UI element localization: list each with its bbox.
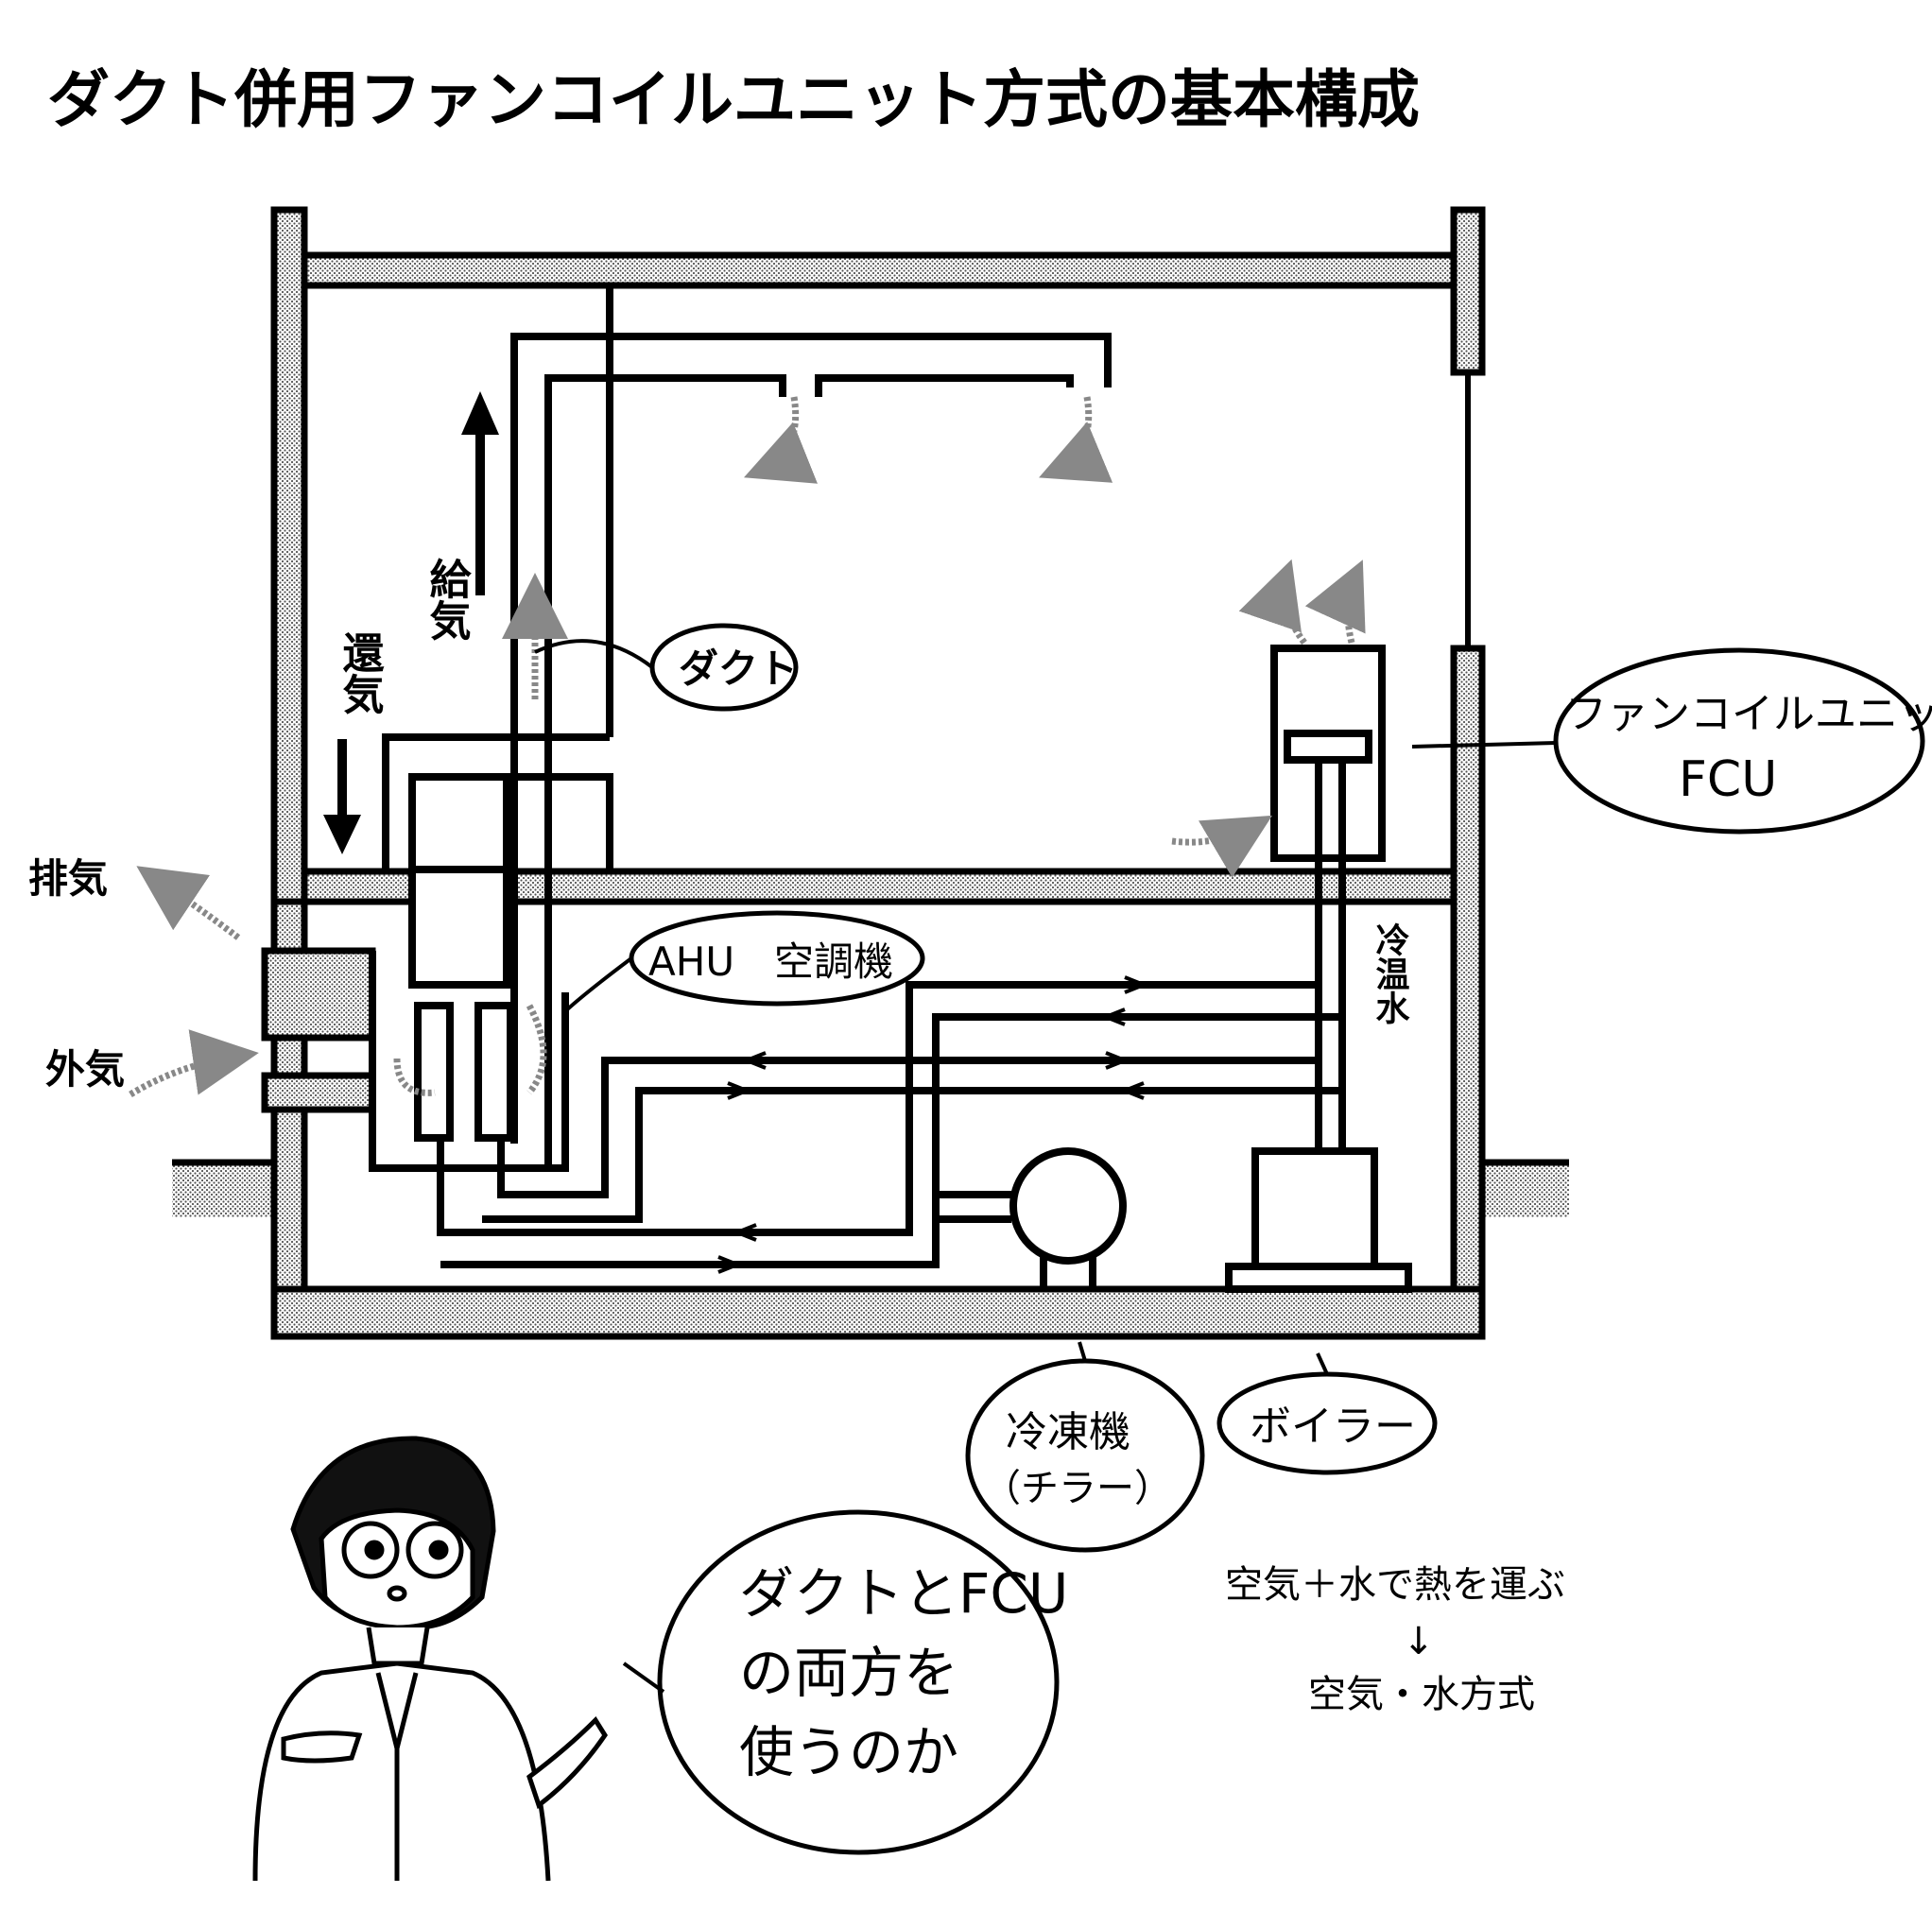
label-outside-air: 外気 — [45, 1046, 125, 1093]
label-chiller: 冷凍機 — [1006, 1408, 1130, 1456]
page-title: ダクト併用ファンコイルユニット方式の基本構成 — [47, 63, 1420, 136]
ahu-unit — [369, 773, 569, 1172]
label-supply-air: 給気 — [423, 558, 472, 642]
supply-duct — [382, 285, 1112, 1168]
label-return-air: 還気 — [336, 631, 385, 715]
character-illustration — [252, 1436, 608, 1882]
water-piping — [437, 760, 1346, 1268]
callout-bubbles — [629, 623, 1925, 1855]
supply-air-arrow — [461, 391, 499, 595]
return-air-arrow — [323, 739, 361, 854]
speech-line1: ダクトとFCU — [739, 1561, 1068, 1626]
speech-line3: 使うのか — [739, 1720, 958, 1784]
boiler — [1225, 1147, 1412, 1293]
label-duct: ダクト — [679, 646, 798, 692]
chiller — [1009, 1147, 1127, 1289]
note-line2: 空気・水方式 — [1308, 1673, 1535, 1716]
building-structure — [270, 206, 1486, 1340]
ground — [172, 1159, 1569, 1217]
callout-leaders — [534, 639, 1557, 1694]
label-chiller-sub: （チラー） — [983, 1467, 1172, 1510]
fcu-unit — [1270, 645, 1386, 862]
label-exhaust-air: 排気 — [28, 855, 108, 902]
note-arrow: ↓ — [1403, 1620, 1435, 1663]
speech-line2: の両方を — [739, 1641, 958, 1705]
label-ahu: AHU 空調機 — [648, 938, 893, 985]
air-flow-arrows — [129, 396, 1366, 1097]
label-fcu-abbr: FCU — [1679, 751, 1777, 808]
note-line1: 空気＋水で熱を運ぶ — [1225, 1563, 1565, 1607]
water-flow-arrows — [717, 975, 1145, 1274]
air-openings — [261, 947, 376, 1113]
label-chilled-hot-water: 冷温水 — [1371, 922, 1410, 1024]
label-boiler: ボイラー — [1250, 1403, 1416, 1451]
label-fcu-name: ファンコイルユニット — [1565, 690, 1932, 738]
